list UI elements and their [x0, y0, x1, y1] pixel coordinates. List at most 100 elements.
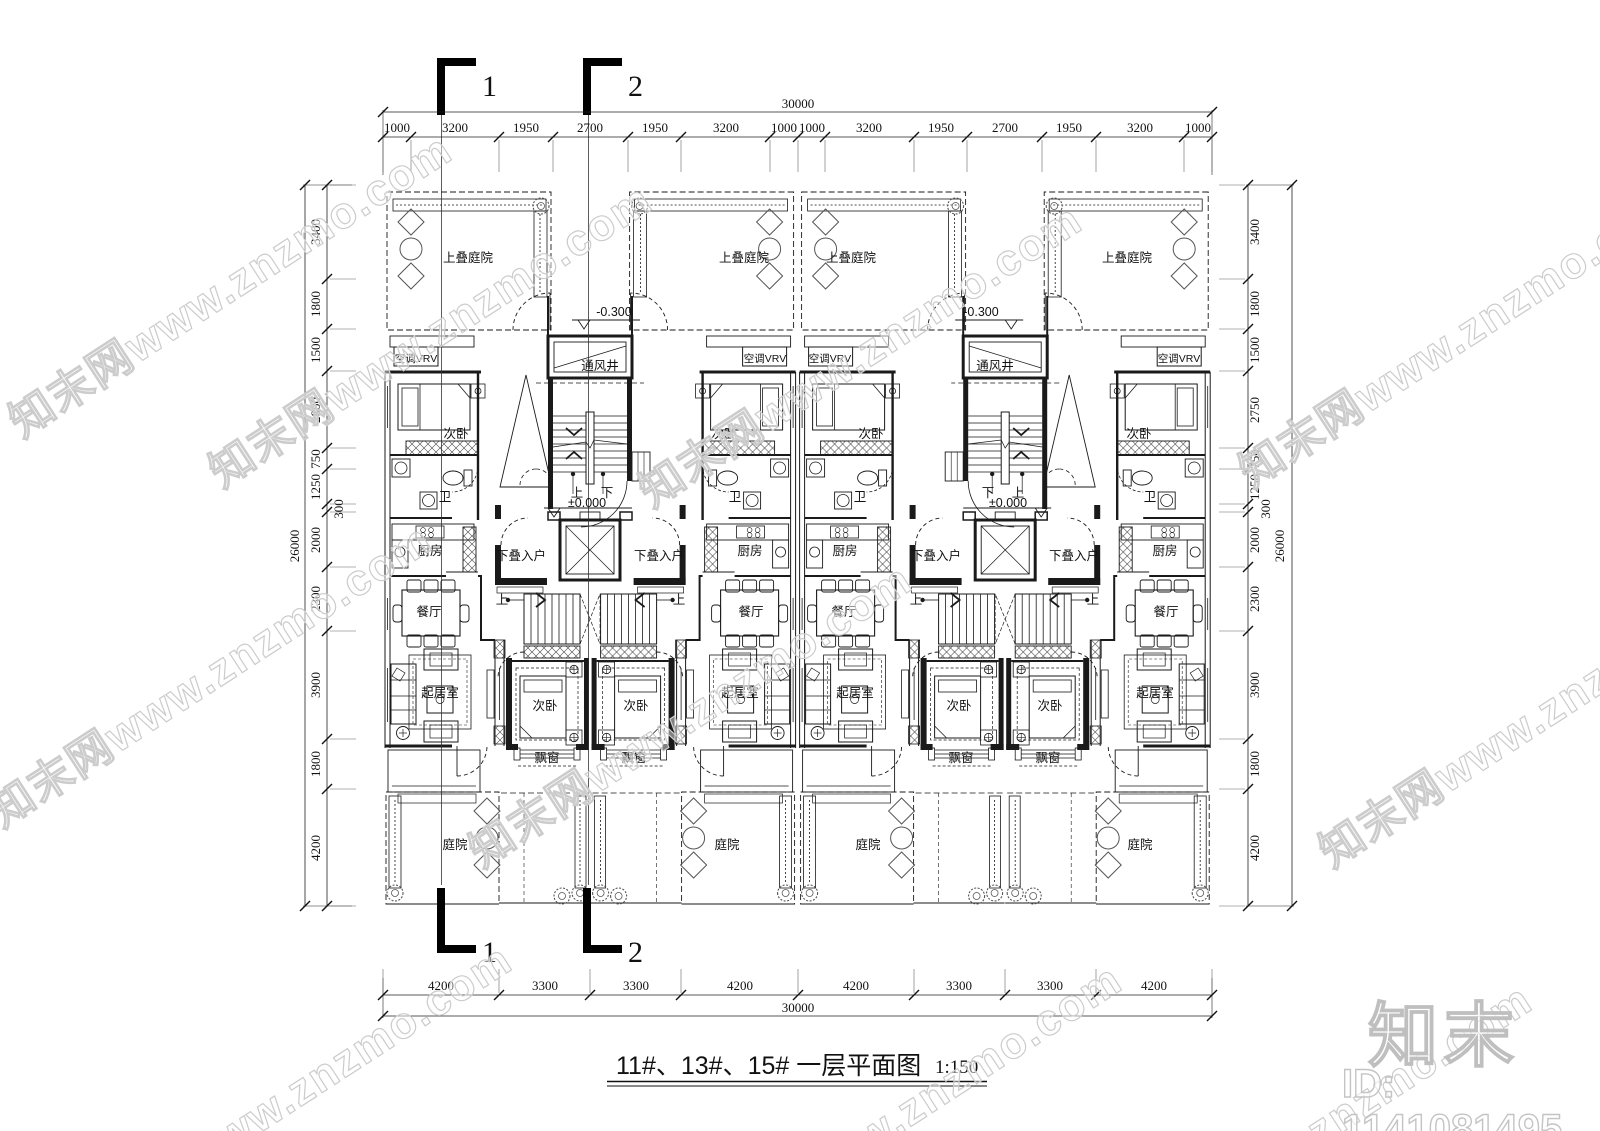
label-entry-lower: 下叠入户: [911, 548, 961, 563]
room-label-bedroom2: 次卧: [443, 427, 468, 441]
room-label-courtyard: 庭院: [442, 837, 468, 852]
dimension-ticks: [299, 106, 1298, 1022]
dim-left-seg: 300: [331, 499, 346, 519]
dim-left-seg: 3400: [308, 219, 323, 245]
right-building-half: [800, 192, 1211, 904]
label-bay-window: 飘窗: [534, 751, 559, 765]
dim-right-seg: 2750: [1247, 397, 1262, 423]
drawing-scale: 1:150: [935, 1057, 978, 1078]
label-up: 上: [571, 486, 584, 500]
room-label-bedroom2: 次卧: [1037, 699, 1062, 713]
drawing-id: ID: 1141081495: [1341, 1061, 1563, 1131]
dim-top-total: 30000: [782, 96, 815, 111]
dim-top-seg: 2700: [577, 120, 603, 135]
dim-left-seg: 2300: [308, 586, 323, 612]
dim-top-seg: 3200: [1127, 120, 1153, 135]
section-lines: [441, 115, 589, 885]
dim-left-seg: 4200: [308, 835, 323, 861]
section-marker-1-top: 1: [437, 58, 497, 115]
dim-top-seg: 1000: [384, 120, 410, 135]
dim-top-seg: 1000: [771, 120, 797, 135]
room-label-bedroom2: 次卧: [711, 427, 736, 441]
section-marker-1-bottom: 1: [437, 888, 497, 969]
label-vrv: 空调VRV: [395, 352, 437, 365]
title-block: 11#、13#、15# 一层平面图 1:150: [607, 1052, 987, 1087]
dim-right-seg: 2000: [1247, 527, 1262, 553]
section-marker-label: 2: [628, 936, 643, 969]
room-label-bedroom2: 次卧: [946, 699, 971, 713]
dim-right-seg: 750: [1247, 449, 1262, 469]
dim-left-seg: 1500: [308, 337, 323, 363]
room-label-bedroom2: 次卧: [1126, 427, 1151, 441]
dim-top-seg: 3200: [442, 120, 468, 135]
dim-left-seg: 1800: [308, 291, 323, 317]
label-bay-window: 飘窗: [1035, 751, 1060, 765]
room-label-courtyard: 庭院: [855, 837, 881, 852]
dim-bottom-total: 30000: [782, 1000, 815, 1015]
room-label-living: 起居室: [421, 685, 459, 700]
dim-text-right: 26000 3400 1800 1500 2750 750 1250 300 2…: [1247, 219, 1287, 861]
label-entry-lower: 下叠入户: [496, 548, 546, 563]
room-label-dining: 餐厅: [831, 604, 856, 619]
dim-top-seg: 3200: [713, 120, 739, 135]
dim-right-seg: 3900: [1247, 672, 1262, 698]
section-marker-2-bottom: 2: [583, 888, 643, 969]
dim-top-seg: 1000: [1185, 120, 1211, 135]
dim-top-seg: 3200: [856, 120, 882, 135]
label-up: 上: [910, 593, 923, 607]
section-marker-label: 1: [482, 70, 497, 103]
dim-right-seg: 1500: [1247, 337, 1262, 363]
dim-text-top: 30000 1000 3200 1950 2700 1950 3200 1000…: [384, 96, 1211, 135]
dim-left-seg: 1800: [308, 751, 323, 777]
room-label-dining: 餐厅: [738, 604, 763, 619]
room-label-upper-courtyard: 上叠庭院: [1102, 250, 1153, 265]
room-label-living: 起居室: [721, 685, 759, 700]
dim-left-seg: 3900: [308, 672, 323, 698]
room-label-dining: 餐厅: [416, 604, 441, 619]
label-bay-window: 飘窗: [621, 751, 646, 765]
dim-top-seg: 1000: [799, 120, 825, 135]
dim-bottom-seg: 4200: [843, 978, 869, 993]
section-marker-label: 1: [482, 936, 497, 969]
dim-left-total: 26000: [287, 530, 302, 563]
dim-left-seg: 2800: [308, 397, 323, 423]
label-elevation-minus: -0.300: [963, 305, 998, 319]
label-vrv: 空调VRV: [809, 352, 851, 365]
label-up: 上: [673, 593, 686, 607]
label-entry-lower: 下叠入户: [1049, 548, 1099, 563]
label-elevation-minus: -0.300: [596, 305, 631, 319]
dim-top-seg: 1950: [1056, 120, 1082, 135]
dim-left-seg: 2000: [308, 527, 323, 553]
dim-bottom-seg: 3300: [946, 978, 972, 993]
room-label-living: 起居室: [1136, 685, 1174, 700]
plan-labels: 上叠庭院 上叠庭院 上叠庭院 上叠庭院 空调VRV 空调VRV 空调VRV 空调…: [395, 250, 1200, 852]
room-label-kitchen: 厨房: [417, 543, 442, 558]
label-vrv: 空调VRV: [744, 352, 786, 365]
label-elevation-zero: ±0.000: [568, 496, 606, 510]
room-label-bath: 卫: [729, 490, 742, 504]
dim-right-seg: 4200: [1247, 835, 1262, 861]
dim-bottom-seg: 4200: [1141, 978, 1167, 993]
room-label-dining: 餐厅: [1153, 604, 1178, 619]
dim-right-seg: 1250: [1247, 474, 1262, 500]
label-down: 下: [601, 486, 614, 500]
dim-bottom-seg: 3300: [1037, 978, 1063, 993]
dim-right-seg: 3400: [1247, 219, 1262, 245]
section-marker-2-top: 2: [583, 58, 643, 115]
room-label-bedroom2: 次卧: [623, 699, 648, 713]
left-building-half: [385, 192, 796, 904]
dim-bottom-seg: 3300: [623, 978, 649, 993]
dimension-lines: [303, 110, 1294, 1018]
room-label-kitchen: 厨房: [832, 543, 857, 558]
room-label-living: 起居室: [836, 685, 874, 700]
dim-right-seg: 1800: [1247, 751, 1262, 777]
dim-right-seg: 1800: [1247, 291, 1262, 317]
label-down: 下: [982, 486, 995, 500]
dim-top-seg: 2700: [992, 120, 1018, 135]
section-marker-label: 2: [628, 70, 643, 103]
room-label-courtyard: 庭院: [714, 837, 740, 852]
dim-top-seg: 1950: [513, 120, 539, 135]
dim-bottom-seg: 4200: [428, 978, 454, 993]
